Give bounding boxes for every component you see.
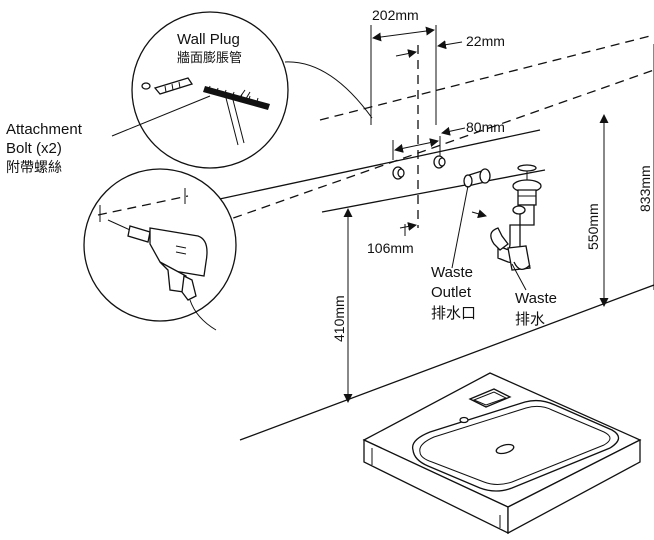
dimension-410-label: 410mm bbox=[331, 295, 347, 342]
wall-plug-detail: Wall Plug 牆面膨脹管 bbox=[131, 11, 373, 169]
waste-label: Waste bbox=[515, 290, 557, 307]
waste-outlet bbox=[463, 168, 491, 188]
bolt-holes bbox=[392, 155, 446, 180]
attachment-bolt-label-2: Bolt (x2) bbox=[6, 140, 62, 157]
wall-plug-label: Wall Plug bbox=[177, 31, 240, 48]
waste-label-zh: 排水 bbox=[515, 311, 545, 328]
waste-leaders bbox=[451, 185, 527, 291]
waste-outlet-label-1: Waste bbox=[431, 264, 473, 281]
drill-detail bbox=[83, 168, 237, 331]
dimension-106-label: 106mm bbox=[367, 240, 414, 256]
drill-icon bbox=[97, 188, 217, 331]
wall-plug-label-zh: 牆面膨脹管 bbox=[177, 50, 242, 65]
waste-outlet-label-zh: 排水口 bbox=[431, 305, 476, 322]
dimension-202: 202mm bbox=[372, 7, 435, 42]
wall-lines bbox=[204, 34, 654, 441]
dimension-106: 106mm bbox=[367, 209, 487, 256]
dimension-833-label: 833mm bbox=[637, 165, 653, 212]
attachment-bolt-label-zh: 附帶螺絲 bbox=[6, 159, 62, 175]
basin-icon bbox=[362, 372, 642, 535]
dimension-22: 22mm bbox=[395, 33, 505, 58]
dimension-833: 833mm bbox=[637, 44, 654, 290]
reference-lines bbox=[370, 25, 441, 228]
dimension-550-label: 550mm bbox=[585, 203, 601, 250]
dimension-410: 410mm bbox=[331, 208, 353, 403]
attachment-bolt-label-1: Attachment bbox=[6, 121, 83, 138]
waste-outlet-label-2: Outlet bbox=[431, 284, 472, 301]
dimension-22-label: 22mm bbox=[466, 33, 505, 49]
waste-trap-icon bbox=[490, 164, 542, 271]
wall-plug-icon bbox=[141, 77, 270, 146]
bolt-leader bbox=[111, 95, 211, 137]
dimension-80-label: 80mm bbox=[466, 119, 505, 135]
dimension-202-label: 202mm bbox=[372, 7, 419, 23]
dimension-550: 550mm bbox=[585, 114, 609, 307]
dimension-80: 80mm bbox=[394, 119, 505, 153]
